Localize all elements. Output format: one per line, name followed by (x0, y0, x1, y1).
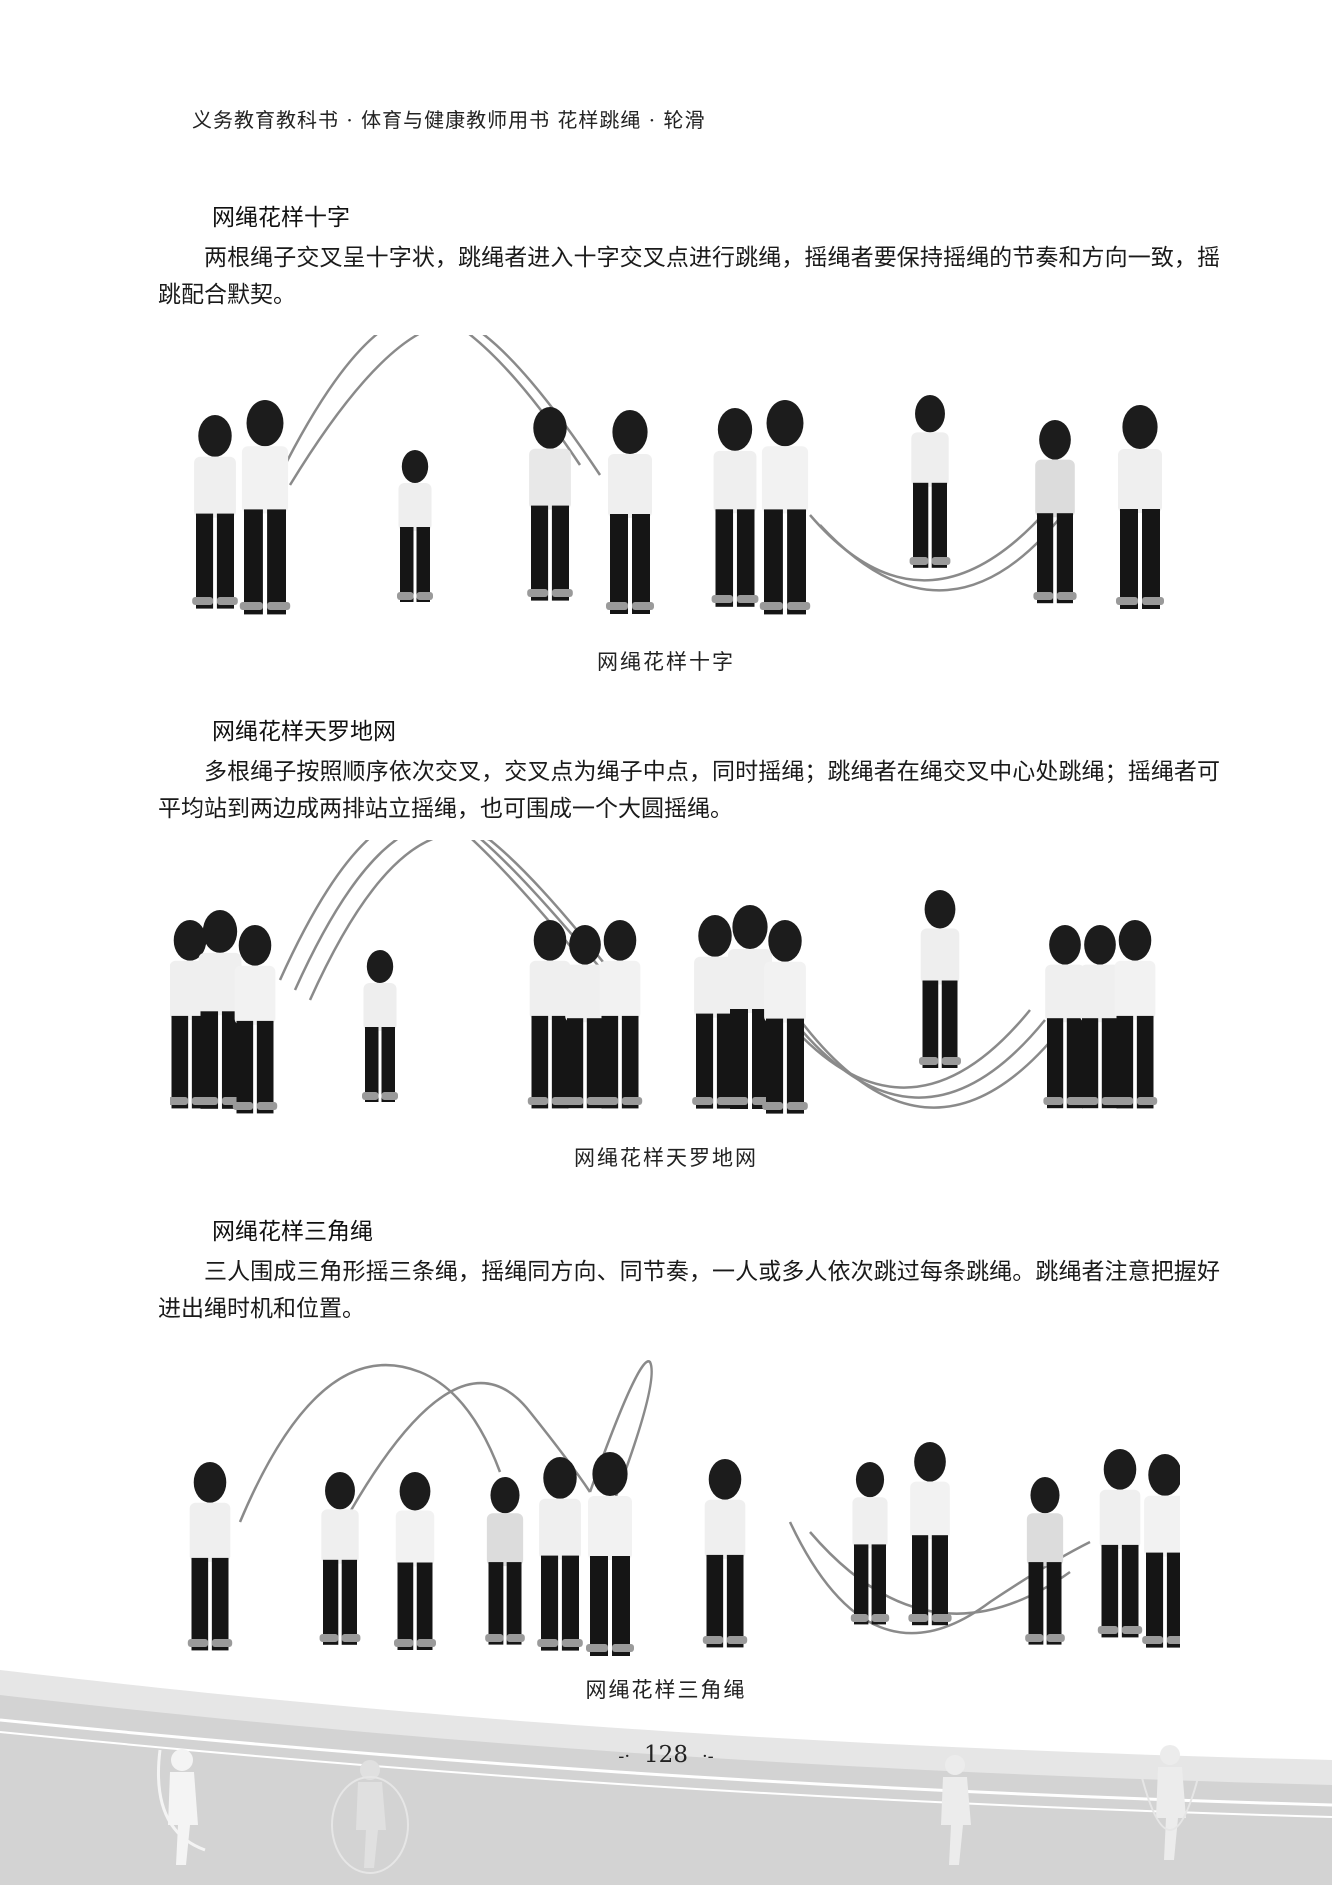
person-figure-icon (726, 905, 774, 1109)
footer-decoration (0, 1670, 1332, 1885)
section-title-triangle: 网绳花样三角绳 (212, 1219, 373, 1245)
person-figure-icon (563, 925, 607, 1109)
person-figure-icon (597, 920, 643, 1109)
person-figure-icon (1078, 925, 1122, 1109)
jump-rope (769, 999, 1031, 1089)
section-body-cross: 两根绳子交叉呈十字状，跳绳者进入十字交叉点进行跳绳，摇绳者要保持摇绳的节奏和方向… (158, 245, 1220, 308)
person-figure-icon (362, 950, 398, 1102)
person-figure-icon (1116, 405, 1164, 609)
person-figure-icon (192, 415, 238, 609)
section-title-net: 网绳花样天罗地网 (212, 719, 396, 745)
jump-rope (288, 335, 602, 486)
section-body-net: 多根绳子按照顺序依次交叉，交叉点为绳子中点，同时摇绳；跳绳者在绳交叉中心处跳绳；… (158, 759, 1220, 822)
person-figure-icon (711, 408, 759, 607)
jump-rope (308, 840, 626, 1001)
person-figure-icon (759, 400, 811, 615)
photo-net (170, 840, 1180, 1130)
photo-cross (170, 335, 1180, 625)
jumper-silhouette-icon (156, 1749, 206, 1865)
caption-net: 网绳花样天罗地网 (574, 1146, 758, 1170)
person-figure-icon (909, 395, 951, 568)
jumper-silhouette-icon (1139, 1745, 1201, 1860)
jump-rope (278, 840, 591, 981)
jumper-silhouette-icon (331, 1760, 409, 1874)
person-figure-icon (919, 890, 961, 1068)
person-figure-icon (196, 910, 244, 1109)
caption-triangle: 网绳花样三角绳 (585, 1678, 747, 1702)
person-figure-icon (850, 1462, 890, 1625)
page-number: -·128·- (618, 1742, 714, 1768)
person-figure-icon (397, 450, 433, 602)
jump-rope (238, 1363, 502, 1523)
photo-triangle (170, 1352, 1180, 1662)
person-figure-icon (702, 1459, 748, 1648)
person-figure-icon (1112, 920, 1158, 1109)
person-figure-icon (1033, 420, 1077, 604)
person-figure-icon (586, 1452, 634, 1656)
person-figure-icon (232, 925, 278, 1114)
person-figure-icon (319, 1472, 361, 1645)
jump-rope (588, 1360, 653, 1513)
person-figure-icon (527, 920, 573, 1109)
person-figure-icon (527, 407, 573, 601)
person-figure-icon (908, 1442, 952, 1626)
person-figure-icon (606, 410, 654, 614)
jump-rope (293, 840, 611, 991)
person-figure-icon (485, 1477, 525, 1645)
running-header: 义务教育教科书 · 体育与健康教师用书 花样跳绳 · 轮滑 (192, 108, 706, 132)
jump-rope (784, 1009, 1046, 1099)
section-title-cross: 网绳花样十字 (212, 205, 350, 231)
person-figure-icon (1043, 925, 1087, 1109)
person-figure-icon (394, 1472, 436, 1650)
person-figure-icon (1097, 1449, 1143, 1638)
person-figure-icon (762, 920, 808, 1114)
person-figure-icon (239, 400, 291, 615)
jump-rope (799, 1019, 1061, 1109)
person-figure-icon (1142, 1454, 1180, 1648)
jump-rope (278, 335, 582, 476)
person-figure-icon (187, 1462, 233, 1651)
section-body-triangle: 三人围成三角形摇三条绳，摇绳同方向、同节奏，一人或多人依次跳过每条跳绳。跳绳者注… (158, 1259, 1220, 1322)
caption-cross: 网绳花样十字 (597, 650, 735, 674)
person-figure-icon (537, 1457, 583, 1651)
person-figure-icon (1025, 1477, 1065, 1645)
jumper-silhouette-icon (941, 1755, 971, 1865)
person-figure-icon (692, 915, 738, 1109)
